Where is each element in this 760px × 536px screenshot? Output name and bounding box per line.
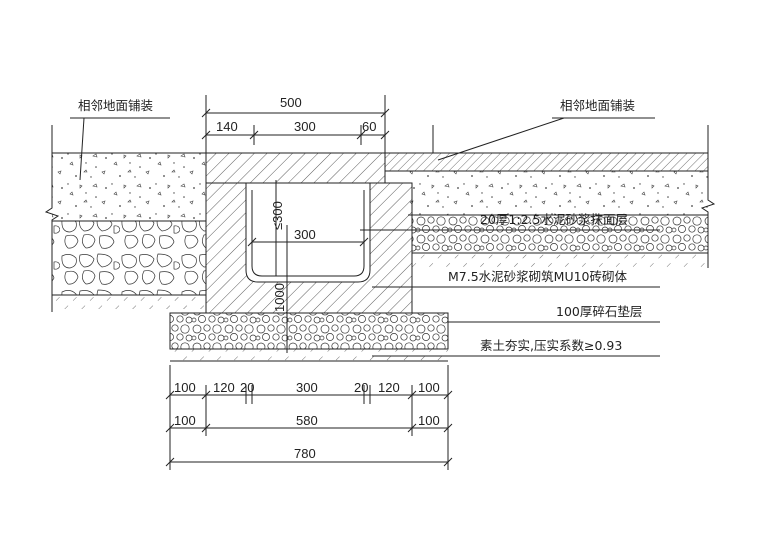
gravel-bed-layer [169, 312, 449, 350]
dim-row1-1: 120 [213, 380, 235, 395]
top-dimension-lines [201, 95, 390, 153]
right-paving-layers [385, 125, 716, 268]
dim-depth: ≤300 [270, 201, 285, 230]
dim-row1-6: 100 [418, 380, 440, 395]
dim-row2-0: 100 [174, 413, 196, 428]
dim-row1-4: 20 [354, 380, 368, 395]
gravel-bed-label: 100厚碎石垫层 [556, 304, 642, 319]
dim-inner-width: 300 [294, 227, 316, 242]
dim-row2-2: 100 [418, 413, 440, 428]
dim-row1-2: 20 [240, 380, 254, 395]
dim-row1-5: 120 [378, 380, 400, 395]
dim-row1-3: 300 [296, 380, 318, 395]
mortar-plaster-label: 20厚1:2.5水泥砂浆抹面层 [480, 212, 628, 227]
right-paving-label: 相邻地面铺装 [560, 98, 635, 113]
masonry-label: M7.5水泥砂浆砌筑MU10砖砌体 [448, 269, 628, 284]
dim-row1-0: 100 [174, 380, 196, 395]
subgrade-label: 素土夯实,压实系数≥0.93 [480, 338, 622, 353]
channel-cover-slab [205, 152, 386, 184]
dim-wall-height: 1000 [272, 283, 287, 312]
brick-channel-body [205, 182, 413, 314]
inner-dimension-lines [247, 180, 369, 353]
dim-row2-1: 580 [296, 413, 318, 428]
leader-lines [70, 117, 660, 357]
dim-top-left: 140 [216, 119, 238, 134]
dim-top-right: 60 [362, 119, 376, 134]
left-paving-label: 相邻地面铺装 [78, 98, 153, 113]
bottom-dimension-lines [165, 365, 453, 470]
dim-top-total: 500 [280, 95, 302, 110]
left-paving-layers [44, 125, 206, 312]
dim-total: 780 [294, 446, 316, 461]
subgrade-layer [170, 349, 448, 362]
dim-top-mid: 300 [294, 119, 316, 134]
